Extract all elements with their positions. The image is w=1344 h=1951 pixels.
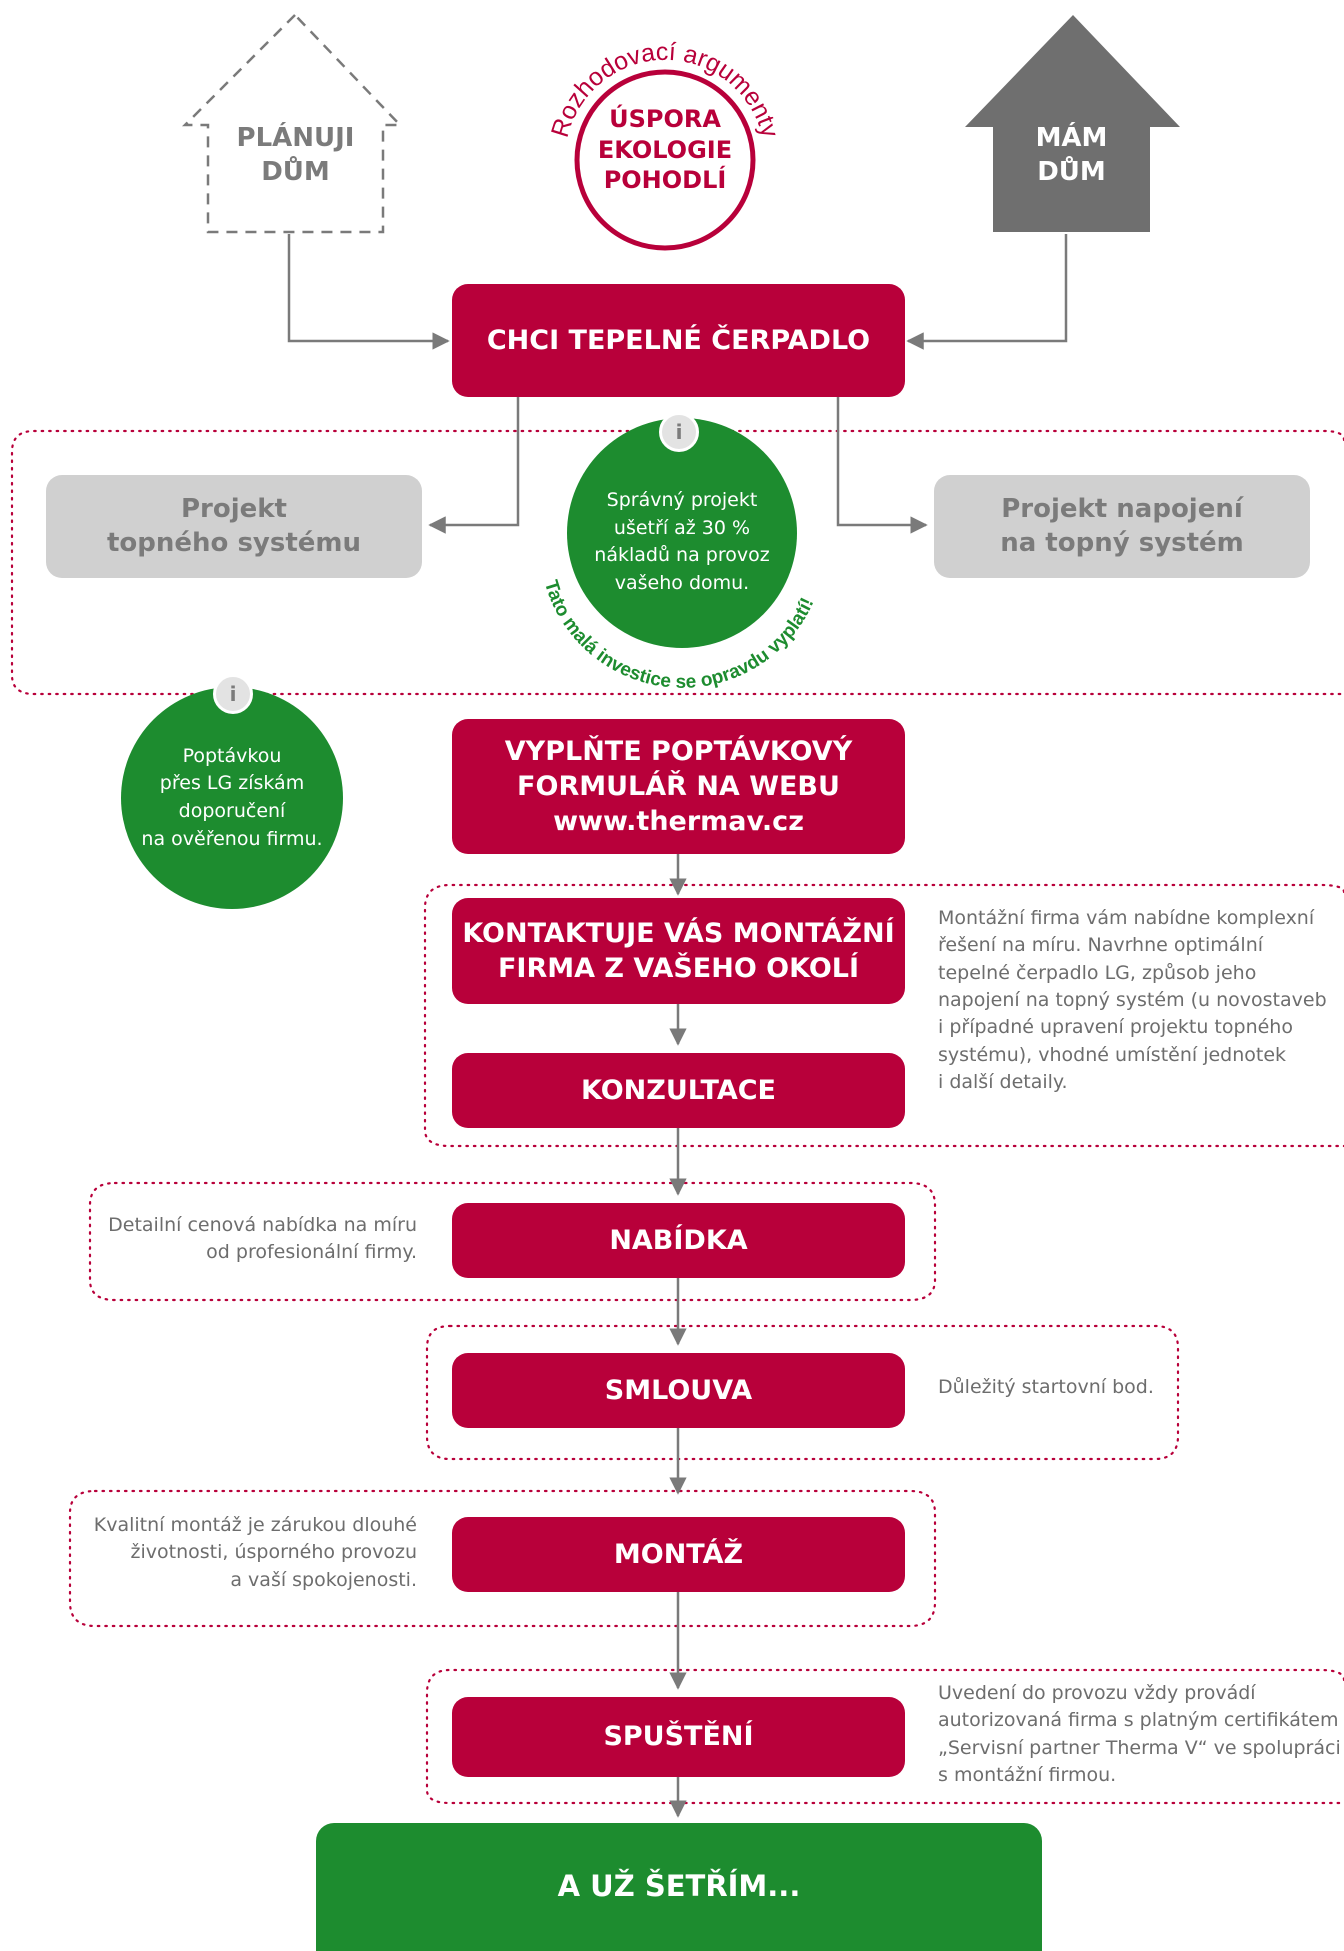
step-consultation: KONZULTACE: [452, 1053, 905, 1128]
note-launch-line: s montážní firmou.: [938, 1764, 1117, 1787]
note-contact-line: i další detaily.: [938, 1071, 1068, 1094]
lg-line-3: doporučení: [178, 800, 286, 822]
group-contract-outline: [425, 1324, 1180, 1461]
note-offer-line: od profesionální firmy.: [206, 1241, 417, 1264]
step-final-saving: A UŽ ŠETŘÍM...: [316, 1823, 1042, 1951]
group-offer-outline: [88, 1181, 937, 1302]
planned-house-line1: PLÁNUJI: [236, 123, 355, 153]
step-contact-line1: KONTAKTUJE VÁS MONTÁŽNÍ: [462, 917, 895, 949]
group-installation-outline: [68, 1489, 937, 1628]
savings-line-3: nákladů na provoz: [594, 544, 770, 567]
note-installation-line: a vaší spokojenosti.: [230, 1568, 417, 1591]
note-contact-line: Montážní firma vám nabídne komplexní: [938, 907, 1315, 929]
note-contact-line: systému), vhodné umístění jednotek: [938, 1043, 1287, 1066]
note-contract-line: Důležitý startovní bod.: [938, 1376, 1154, 1398]
step-launch-label: SPUŠTĚNÍ: [603, 1721, 754, 1753]
step-contact: KONTAKTUJE VÁS MONTÁŽNÍ FIRMA Z VAŠEHO O…: [452, 898, 905, 1004]
lg-recommendation-circle: Poptávkou přes LG získám doporučení na o…: [121, 687, 343, 909]
group-projects-outline: [10, 429, 1344, 696]
note-contact-line: i případné upravení projektu topného: [938, 1016, 1293, 1039]
step-want-heatpump-label: CHCI TEPELNÉ ČERPADLO: [486, 324, 871, 356]
decision-stamp-ring: [574, 69, 756, 251]
note-launch-line: autorizovaná firma s platným certifikáte…: [938, 1709, 1339, 1732]
step-want-heatpump: CHCI TEPELNÉ ČERPADLO: [452, 284, 905, 397]
project-heating-system: Projekt topného systému: [46, 475, 422, 578]
project-heating-system-line1: Projekt: [180, 493, 287, 524]
step-fill-form-line2: FORMULÁŘ NA WEBU: [517, 770, 840, 802]
stamp-item-savings: ÚSPORA: [609, 105, 721, 133]
owned-house-line1: MÁM: [1035, 123, 1108, 153]
step-installation-label: MONTÁŽ: [613, 1538, 744, 1570]
lg-line-2: přes LG získám: [159, 772, 305, 795]
step-installation: MONTÁŽ: [452, 1517, 905, 1592]
step-contract: SMLOUVA: [452, 1353, 905, 1428]
note-contact-line: napojení na topný systém (u novostaveb: [938, 989, 1327, 1012]
step-consultation-label: KONZULTACE: [581, 1074, 776, 1106]
decision-stamp-items: ÚSPORA EKOLOGIE POHODLÍ: [585, 104, 745, 196]
step-launch: SPUŠTĚNÍ: [452, 1697, 905, 1777]
note-contact-line: řešení na míru. Navrhne optimální: [938, 934, 1264, 957]
note-launch: Uvedení do provozu vždy provádí autorizo…: [938, 1680, 1343, 1789]
lg-line-1: Poptávkou: [182, 744, 282, 767]
note-installation-line: Kvalitní montáž je zárukou dlouhé: [93, 1514, 417, 1536]
planned-house-label: PLÁNUJI DŮM: [208, 122, 383, 190]
savings-info-icon[interactable]: i: [659, 412, 699, 452]
dotted-group-outlines: [10, 429, 1344, 1805]
lg-line-4: na ověřenou firmu.: [141, 827, 323, 850]
planned-house-outline: [181, 13, 403, 234]
savings-line-2: ušetří až 30 %: [613, 516, 751, 539]
stamp-item-comfort: POHODLÍ: [603, 166, 727, 195]
note-offer: Detailní cenová nabídka na míru od profe…: [60, 1212, 417, 1267]
savings-circle-bg: [567, 418, 797, 648]
project-connection: Projekt napojení na topný systém: [934, 475, 1310, 578]
note-offer-line: Detailní cenová nabídka na míru: [108, 1214, 417, 1236]
step-offer: NABÍDKA: [452, 1203, 905, 1278]
note-contact-line: tepelné čerpadlo LG, způsob jeho: [938, 961, 1257, 984]
lg-info-label: i: [229, 682, 237, 706]
step-contract-label: SMLOUVA: [604, 1374, 753, 1406]
stamp-item-ecology: EKOLOGIE: [597, 135, 733, 164]
lg-info-icon[interactable]: i: [213, 674, 253, 714]
step-offer-label: NABÍDKA: [609, 1224, 748, 1256]
note-launch-line: Uvedení do provozu vždy provádí: [938, 1682, 1256, 1704]
project-connection-line2: na topný systém: [1000, 527, 1244, 558]
note-contact: Montážní firma vám nabídne komplexní řeš…: [938, 905, 1338, 1097]
step-fill-form[interactable]: VYPLŇTE POPTÁVKOVÝ FORMULÁŘ NA WEBU www.…: [452, 719, 905, 854]
note-installation-line: životnosti, úsporného provozu: [130, 1541, 417, 1564]
owned-house-shape: [965, 15, 1180, 232]
step-fill-form-link[interactable]: www.thermav.cz: [553, 806, 804, 838]
note-installation: Kvalitní montáž je zárukou dlouhé životn…: [40, 1512, 417, 1594]
step-contact-line2: FIRMA Z VAŠEHO OKOLÍ: [497, 953, 860, 984]
note-contract: Důležitý startovní bod.: [938, 1374, 1178, 1401]
project-heating-system-line2: topného systému: [106, 527, 362, 558]
step-final-label: A UŽ ŠETŘÍM...: [557, 1869, 801, 1904]
connectors: [287, 234, 1068, 1818]
planned-house-line2: DŮM: [261, 156, 330, 187]
project-connection-line1: Projekt napojení: [1001, 493, 1243, 524]
savings-info-label: i: [675, 420, 683, 444]
owned-house-label: MÁM DŮM: [993, 122, 1150, 190]
step-fill-form-line1: VYPLŇTE POPTÁVKOVÝ: [504, 735, 853, 767]
note-launch-line: „Servisní partner Therma V“ ve spoluprác…: [938, 1736, 1341, 1759]
savings-circle-text: Správný projekt ušetří až 30 % nákladů n…: [580, 487, 784, 597]
owned-house-line2: DŮM: [1037, 156, 1106, 187]
savings-line-4: vašeho domu.: [614, 571, 750, 594]
savings-line-1: Správný projekt: [606, 489, 758, 511]
